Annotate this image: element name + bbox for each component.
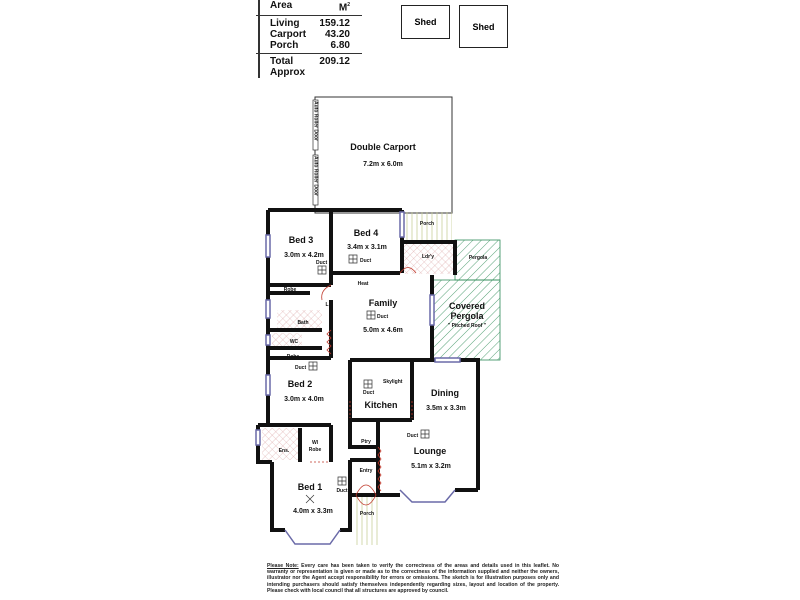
disclaimer-note: Please Note: Every care has been taken t… (267, 563, 559, 594)
family-dim: 5.0m x 4.6m (363, 327, 403, 334)
divider (256, 53, 362, 55)
area-label: Living (270, 18, 300, 30)
carport-outline (314, 96, 453, 214)
bed3-label: Bed 3 (289, 235, 314, 245)
area-value: 43.20 (324, 29, 350, 41)
lounge-duct: Duct (407, 433, 418, 439)
bed1-duct: Duct (336, 488, 347, 494)
area-row: Porch 6.80 (270, 40, 350, 51)
bed1-label: Bed 1 (298, 482, 323, 492)
shed-label: Shed (472, 21, 495, 32)
dining-dim: 3.5m x 3.3m (426, 405, 466, 412)
area-unit: M2 (339, 0, 350, 13)
area-row: Living 159.12 (270, 18, 350, 29)
dining-label: Dining (431, 388, 459, 398)
bed4-duct: Duct (360, 258, 371, 264)
porch-front-label: Porch (360, 511, 374, 517)
bed2-duct: Duct (295, 365, 306, 371)
pergola-label: Pergola (469, 255, 488, 261)
bed3-dim: 3.0m x 4.2m (284, 252, 324, 259)
area-total: Total Approx 209.12 (270, 56, 350, 78)
walls (256, 208, 480, 532)
kitchen-label: Kitchen (364, 400, 397, 410)
bath-label: Bath (297, 320, 308, 326)
note-text: Every care has been taken to verify the … (267, 563, 559, 594)
porch-top-area (402, 212, 452, 242)
roller-door-label-1: Auto Roller Door (313, 101, 319, 141)
lounge-dim: 5.1m x 3.2m (411, 463, 451, 470)
roller-door-2 (312, 154, 319, 206)
carport-dim: 7.2m x 6.0m (363, 161, 403, 168)
family-label: Family (369, 298, 398, 308)
duct-icons (305, 254, 430, 504)
kitchen-duct: Duct (363, 390, 374, 396)
robe1-label: Robe (284, 287, 297, 293)
total-label: Total Approx (270, 56, 305, 79)
note-label: Please Note: (267, 563, 299, 569)
unit: M (338, 2, 348, 14)
heat-label: Heat (358, 281, 369, 287)
windows (255, 211, 461, 545)
porch-front-area (356, 495, 378, 545)
linen-label: L (325, 302, 328, 308)
bed4-label: Bed 4 (354, 228, 379, 238)
shed-2: Shed (459, 5, 508, 48)
wi-robe-line1: WI (312, 440, 319, 446)
roller-door-label-2: Auto Roller Door (313, 156, 319, 196)
robe2-label: Robe (287, 354, 300, 360)
area-label: Porch (270, 40, 299, 52)
covered-pergola-area (431, 279, 501, 361)
doors (310, 267, 417, 506)
skylight-label: Skylight (383, 379, 403, 385)
shed-1: Shed (401, 5, 450, 39)
ensuite-label: Ens. (279, 448, 290, 454)
total-value: 209.12 (319, 56, 350, 68)
bed1-dim: 4.0m x 3.3m (293, 508, 333, 515)
covered-pergola-line1: Covered (449, 301, 485, 311)
area-header-label: Area (270, 0, 293, 11)
area-value: 6.80 (330, 40, 350, 52)
area-header: Area M2 (270, 0, 350, 13)
porch-top-label: Porch (420, 221, 434, 227)
bed3-duct: Duct (316, 260, 327, 266)
bed2-label: Bed 2 (288, 379, 313, 389)
area-value: 159.12 (319, 18, 350, 30)
carport-label: Double Carport (350, 142, 416, 152)
family-duct: Duct (377, 314, 388, 320)
lounge-label: Lounge (414, 446, 447, 456)
divider (256, 15, 362, 17)
shed-label: Shed (414, 17, 437, 27)
area-label: Carport (270, 29, 307, 41)
unit-sup: 2 (347, 2, 350, 8)
area-row: Carport 43.20 (270, 29, 350, 40)
pantry-label: Ptry (361, 439, 371, 445)
pergola-area (454, 239, 501, 281)
entry-label: Entry (360, 468, 373, 474)
area-table: Area M2 Living 159.12 Carport 43.20 Porch 6… (256, 0, 362, 79)
wc-label: WC (290, 339, 299, 345)
ensuite-area (262, 428, 298, 460)
bed4-dim: 3.4m x 3.1m (347, 244, 387, 251)
laundry-label: Ldr'y (422, 254, 434, 260)
wc-area (272, 333, 302, 348)
wi-robe-line2: Robe (309, 447, 322, 453)
bed2-dim: 3.0m x 4.0m (284, 396, 324, 403)
covered-pergola-line2: Pergola (450, 311, 484, 321)
roller-door-1 (312, 99, 319, 151)
covered-pergola-line3: " Pitched Roof " (448, 323, 487, 329)
laundry-area (400, 242, 455, 274)
bath-area (277, 310, 322, 330)
